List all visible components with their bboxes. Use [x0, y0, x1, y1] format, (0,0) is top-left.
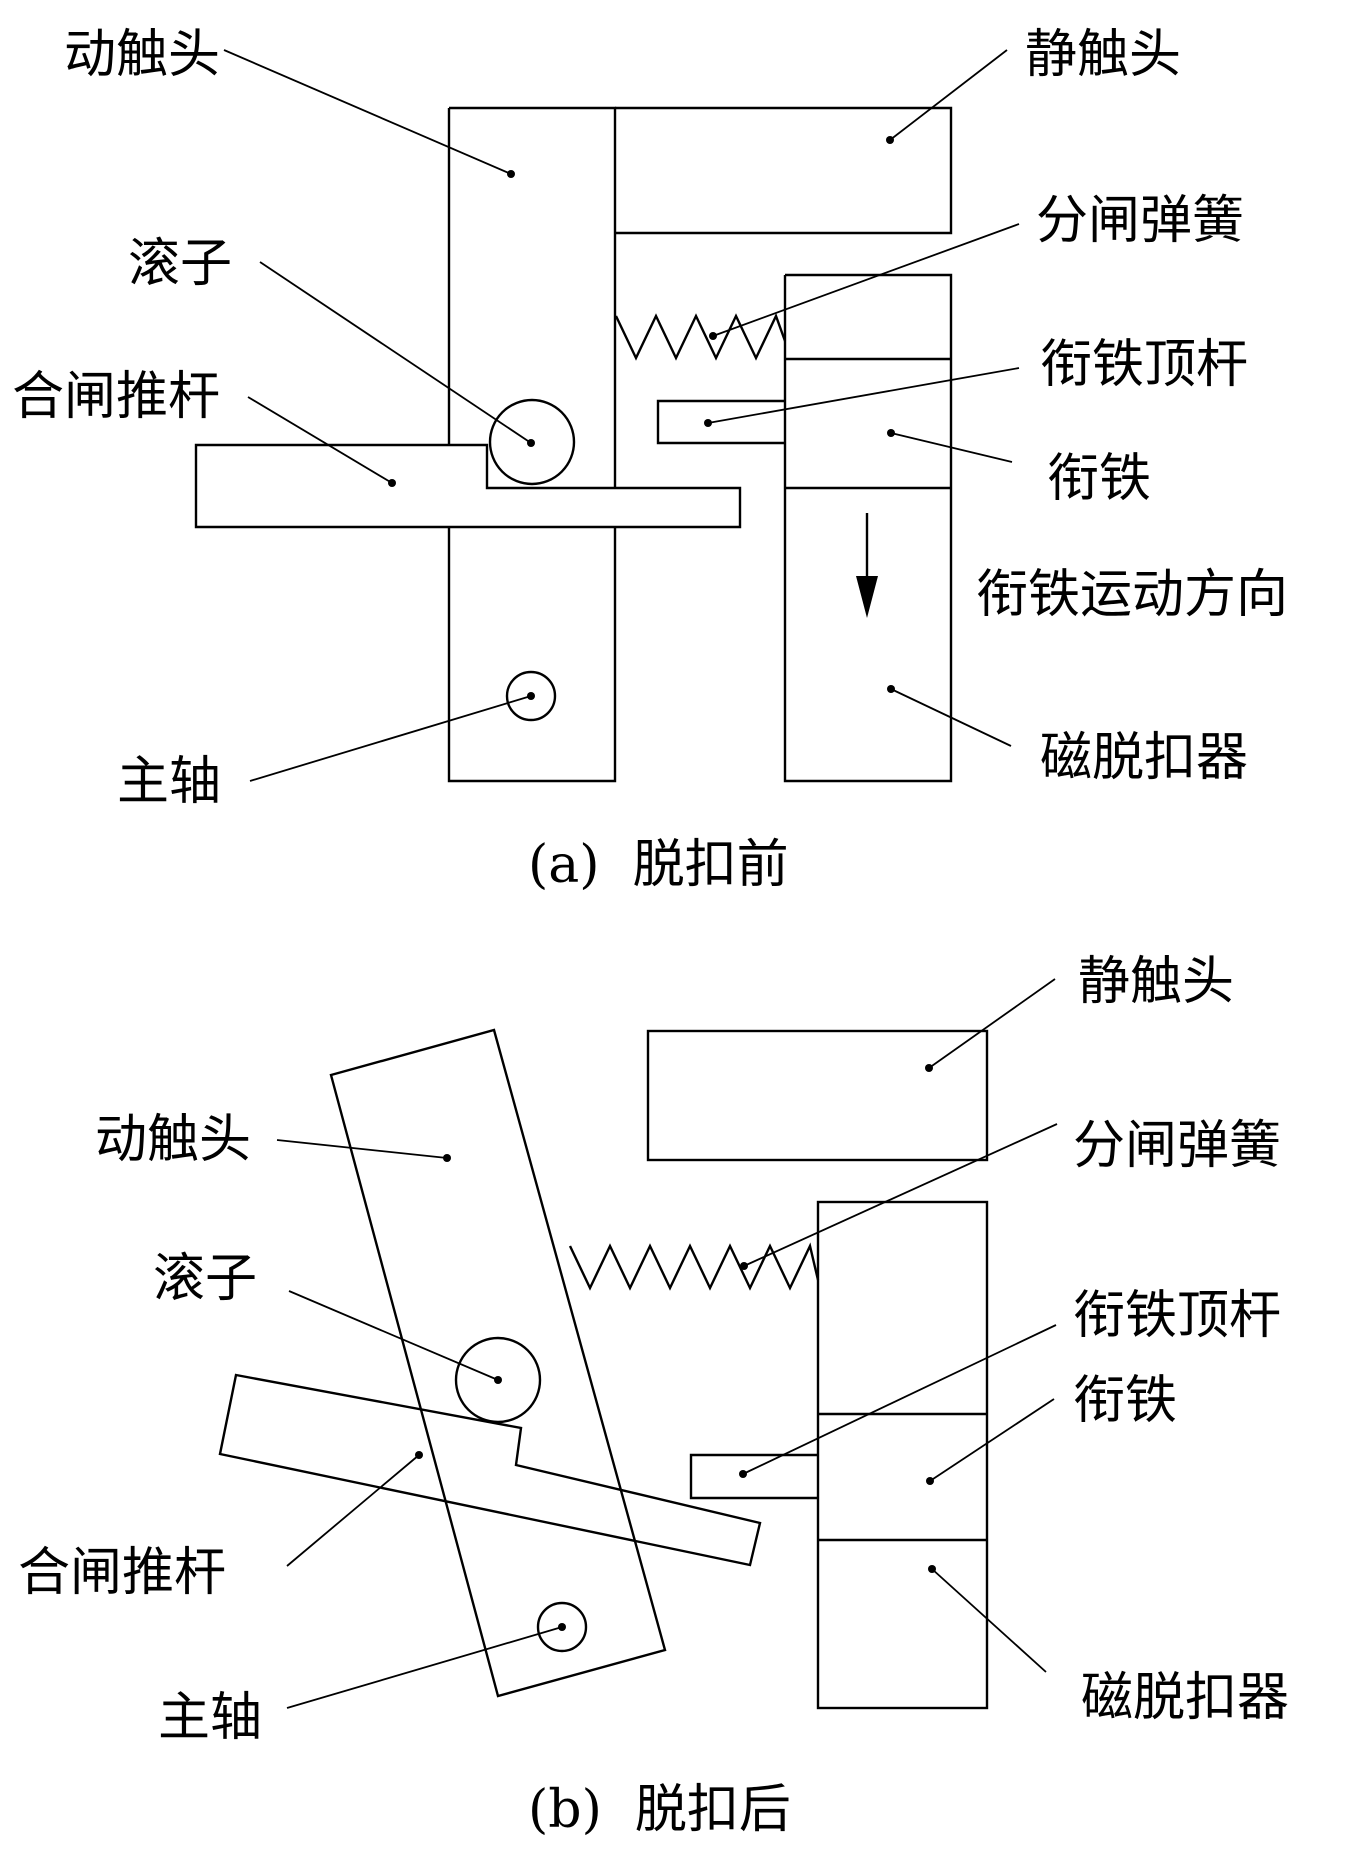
roller-b	[454, 1336, 542, 1424]
armature-push-rod-a	[656, 399, 785, 445]
label-roller-a: 滚子	[128, 234, 232, 294]
static-contact-b	[646, 1029, 989, 1162]
opening-spring-b	[568, 1242, 820, 1291]
magnetic-release-b	[816, 1200, 989, 1710]
label-opening-spring-a: 分闸弹簧	[1036, 191, 1244, 251]
label-armature-push-rod-b: 衔铁顶杆	[1073, 1286, 1281, 1346]
diagram-b: 静触头 动触头 分闸弹簧 滚子 衔铁顶杆 衔铁 合闸推杆 主轴 磁脱扣器 (b)…	[18, 952, 1289, 1840]
main-shaft-a	[505, 670, 557, 722]
label-armature-a: 衔铁	[1047, 449, 1151, 509]
label-main-shaft-a: 主轴	[117, 752, 221, 812]
label-armature-push-rod-a: 衔铁顶杆	[1040, 335, 1248, 395]
closing-push-rod-b	[218, 1373, 762, 1567]
label-closing-push-rod-a: 合闸推杆	[12, 367, 220, 427]
closing-push-rod-a	[194, 443, 742, 529]
static-contact-a	[615, 106, 953, 235]
label-main-shaft-b: 主轴	[158, 1688, 262, 1748]
roller-a	[488, 398, 576, 486]
label-armature-direction: 衔铁运动方向	[976, 565, 1288, 625]
label-closing-push-rod-b: 合闸推杆	[18, 1543, 226, 1603]
label-moving-contact-b: 动触头	[95, 1110, 251, 1170]
armature-b	[818, 1412, 987, 1542]
caption-a: (a) 脱扣前	[528, 835, 789, 895]
opening-spring-a	[614, 312, 787, 361]
label-magnetic-release-a: 磁脱扣器	[1040, 728, 1248, 788]
main-shaft-b	[536, 1601, 588, 1653]
moving-contact-b	[329, 1028, 667, 1698]
armature-a	[785, 357, 951, 490]
label-static-contact-b: 静触头	[1078, 952, 1234, 1012]
magnetic-release-a	[783, 273, 953, 783]
label-roller-b: 滚子	[153, 1249, 257, 1309]
armature-direction-arrow-head	[856, 576, 878, 618]
label-magnetic-release-b: 磁脱扣器	[1081, 1668, 1289, 1728]
label-static-contact-a: 静触头	[1025, 25, 1181, 85]
label-opening-spring-b: 分闸弹簧	[1073, 1116, 1281, 1176]
label-armature-b: 衔铁	[1073, 1371, 1177, 1431]
armature-push-rod-b	[689, 1453, 818, 1500]
caption-b: (b) 脱扣后	[528, 1780, 791, 1840]
diagram-a: 动触头 静触头 滚子 分闸弹簧 合闸推杆 衔铁顶杆 衔铁 衔铁运动方向 主轴 磁…	[12, 25, 1288, 895]
label-moving-contact-a: 动触头	[64, 25, 220, 85]
